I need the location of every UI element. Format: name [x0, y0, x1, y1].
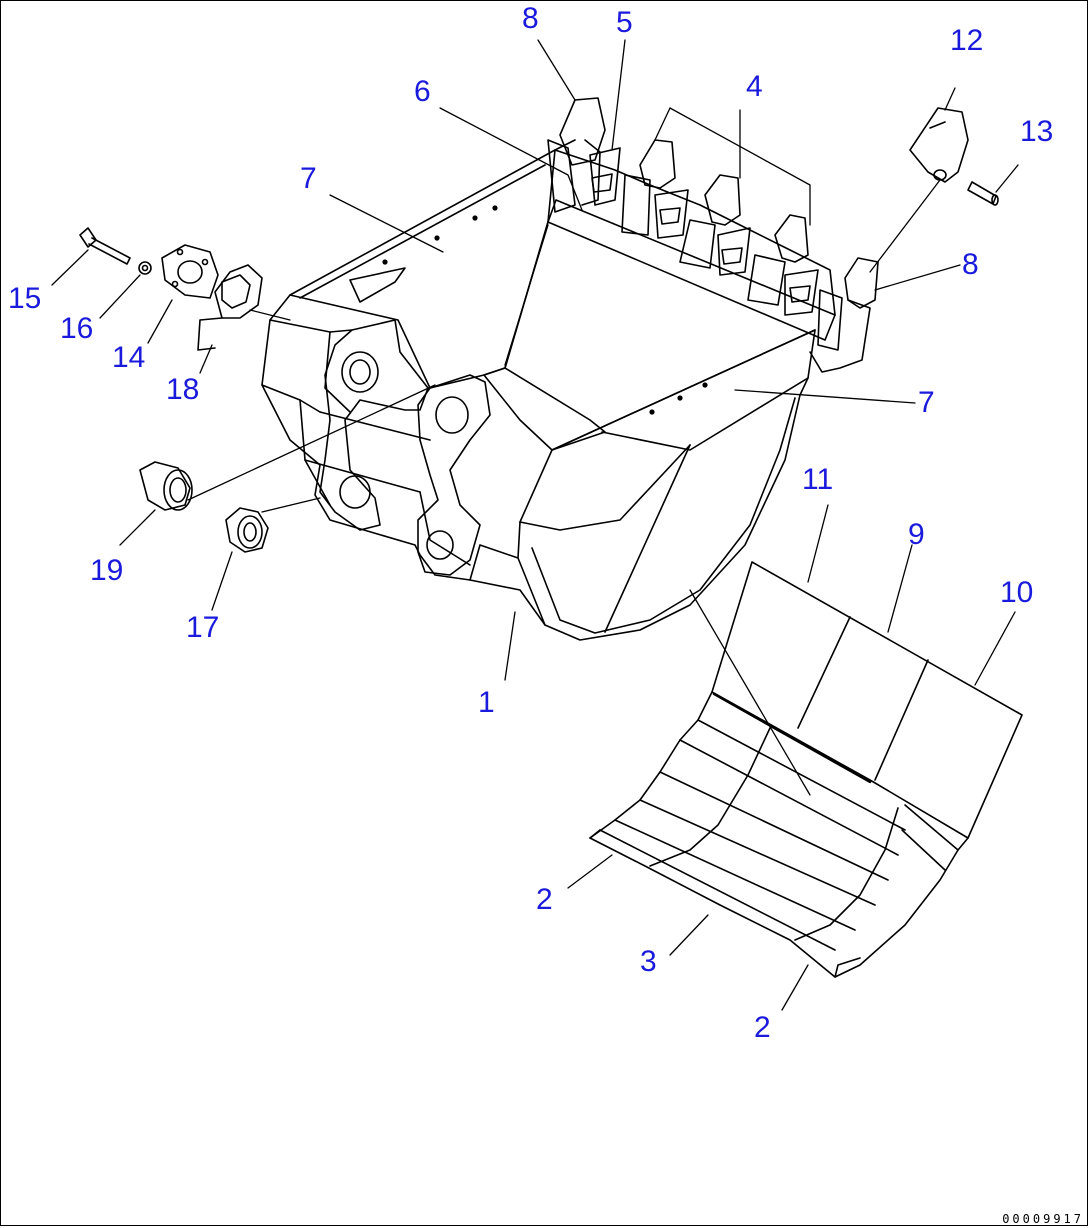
- callout-2-right: 2: [754, 1011, 771, 1044]
- bucket-body: [261, 149, 836, 641]
- plate-part-14: [161, 244, 219, 299]
- callout-16: 16: [60, 312, 94, 345]
- callout-15: 15: [8, 282, 42, 315]
- teeth-row: [547, 97, 879, 373]
- pin-part-13: [967, 181, 999, 206]
- tooth-part-12: [909, 107, 969, 183]
- leader-lines: [51, 39, 1019, 1011]
- callout-2-left: 2: [536, 883, 553, 916]
- callout-4: 4: [746, 70, 763, 103]
- collar-part-17: [225, 507, 269, 553]
- callout-8-top-left: 8: [522, 2, 539, 35]
- callout-19: 19: [90, 554, 124, 587]
- drawing-number: 00009917: [1002, 1212, 1084, 1226]
- callout-8-right: 8: [962, 248, 979, 281]
- callout-10: 10: [1000, 576, 1034, 609]
- callout-6: 6: [414, 75, 431, 108]
- shim-part-18: [197, 264, 263, 351]
- bolt-part-15: [79, 227, 131, 265]
- callout-7-left: 7: [300, 162, 317, 195]
- bushing-part-19: [139, 461, 193, 511]
- callout-7-right: 7: [918, 386, 935, 419]
- callout-18: 18: [166, 373, 200, 406]
- callout-3: 3: [640, 945, 657, 978]
- callout-1: 1: [478, 686, 495, 719]
- callout-5: 5: [616, 6, 633, 39]
- callout-11: 11: [802, 463, 834, 496]
- callout-13: 13: [1020, 115, 1054, 148]
- callout-14: 14: [112, 341, 146, 374]
- callout-9: 9: [908, 518, 925, 551]
- wear-plates: [589, 561, 1023, 978]
- washer-part-16: [138, 261, 152, 275]
- callout-17: 17: [186, 611, 220, 644]
- callout-12: 12: [950, 24, 984, 57]
